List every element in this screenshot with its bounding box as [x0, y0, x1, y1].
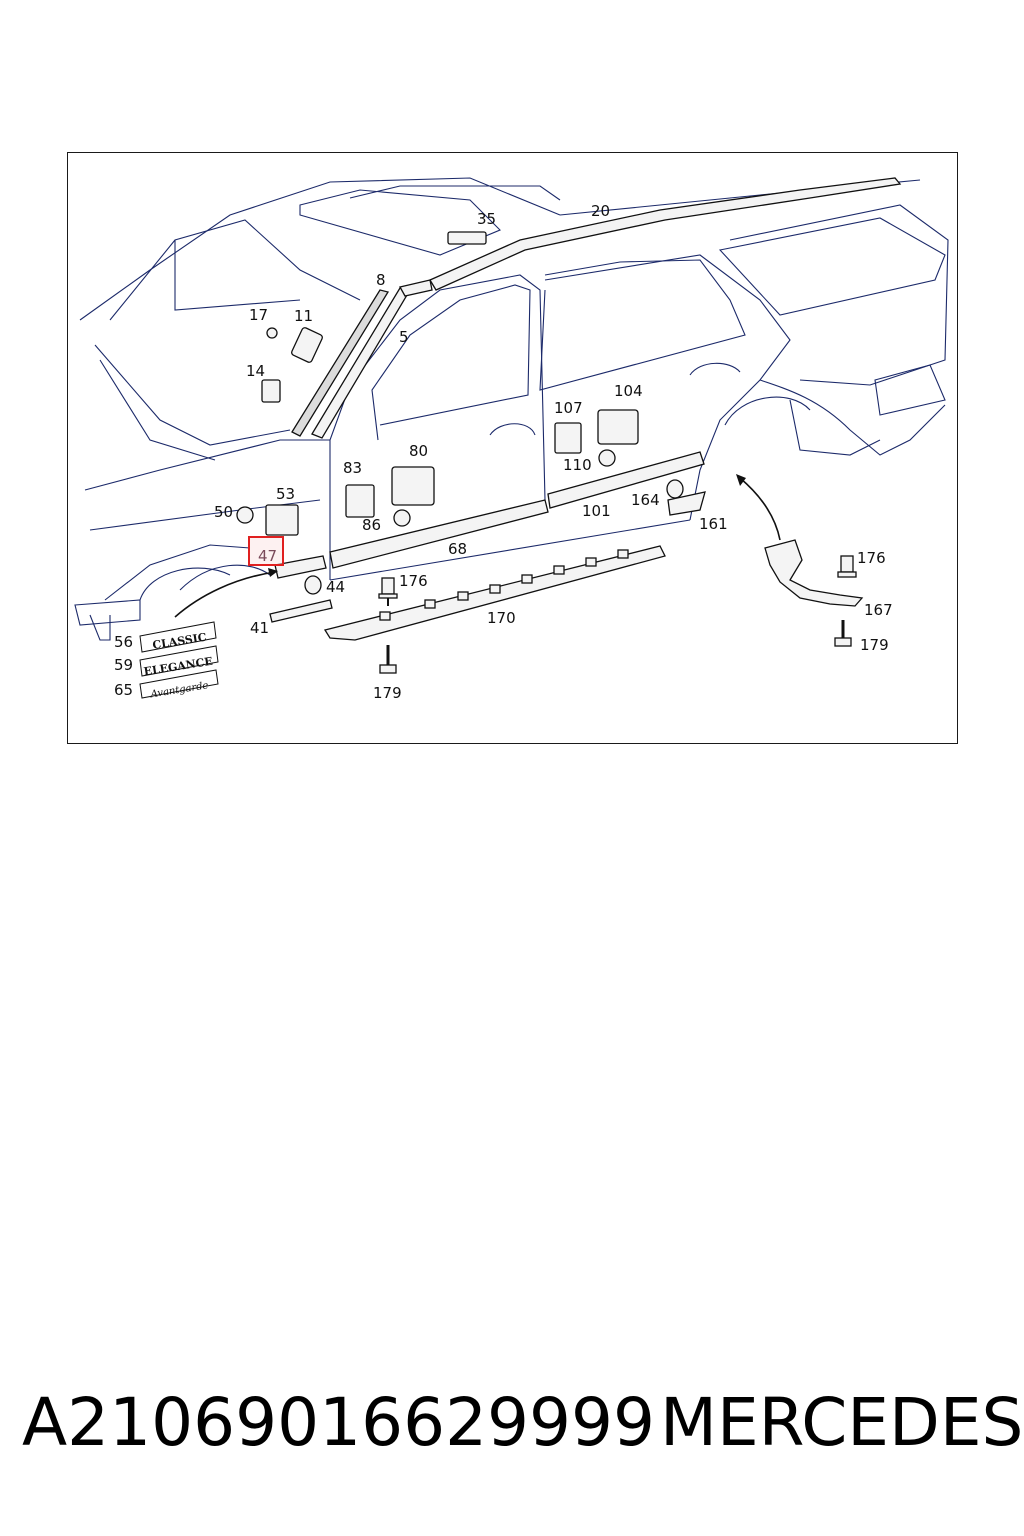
- badge-classic: CLASSIC: [139, 621, 217, 653]
- callout-161: 161: [699, 515, 728, 533]
- callout-47: 47: [258, 547, 277, 565]
- screw-110: [598, 449, 616, 467]
- callout-labels: 35 20 8 17 11 5 14 107 104 80 83 110 53 …: [114, 202, 893, 702]
- clip-164: [666, 479, 684, 499]
- end-cap-161: [667, 491, 706, 516]
- arrow-front: [174, 571, 276, 618]
- callout-86: 86: [362, 516, 381, 534]
- bolt-176b: [837, 555, 857, 578]
- callout-56: 56: [114, 633, 133, 651]
- pin-17: [266, 327, 278, 339]
- clip-11: [291, 327, 323, 363]
- callout-164: 164: [631, 491, 660, 509]
- callout-179b: 179: [860, 636, 889, 654]
- clip-14: [261, 379, 281, 403]
- callout-44: 44: [326, 578, 345, 596]
- callout-41: 41: [250, 619, 269, 637]
- bracket-167: [764, 539, 864, 607]
- callout-107: 107: [554, 399, 583, 417]
- callout-53: 53: [276, 485, 295, 503]
- callout-170: 170: [487, 609, 516, 627]
- clip-83: [345, 484, 375, 518]
- callout-5: 5: [399, 328, 409, 346]
- clip-50: [236, 506, 254, 524]
- callout-167: 167: [864, 601, 893, 619]
- clip-80: [391, 466, 435, 506]
- callout-50: 50: [214, 503, 233, 521]
- callout-20: 20: [591, 202, 610, 220]
- callout-101: 101: [582, 502, 611, 520]
- clip-107: [554, 422, 582, 454]
- bolt-179b: [834, 620, 852, 647]
- arrow-rear: [739, 477, 781, 541]
- clip-104: [597, 409, 639, 445]
- car-body-outline: [74, 177, 949, 641]
- callout-8: 8: [376, 271, 386, 289]
- callout-104: 104: [614, 382, 643, 400]
- moulding-68: [329, 499, 549, 569]
- clip-35: [447, 231, 487, 245]
- callout-83: 83: [343, 459, 362, 477]
- callout-59: 59: [114, 656, 133, 674]
- sill-clips: [379, 549, 629, 621]
- bolt-179a: [379, 645, 397, 674]
- highlight-box-47: [248, 536, 284, 566]
- clip-44: [304, 575, 322, 595]
- callout-11: 11: [294, 307, 313, 325]
- moulding-47: [274, 555, 327, 579]
- brand-name: MERCEDES: [660, 1384, 1024, 1461]
- callout-17: 17: [249, 306, 268, 324]
- screw-86: [393, 509, 411, 527]
- pillar-trim-8: [291, 289, 390, 437]
- callout-65: 65: [114, 681, 133, 699]
- pillar-trim-5: [311, 287, 412, 439]
- callout-176a: 176: [399, 572, 428, 590]
- callout-35: 35: [477, 210, 496, 228]
- clip-53: [265, 504, 299, 536]
- part-number: A21069016629999: [22, 1384, 656, 1461]
- callout-80: 80: [409, 442, 428, 460]
- callout-176b: 176: [857, 549, 886, 567]
- callout-68: 68: [448, 540, 467, 558]
- roof-rail: [429, 177, 902, 291]
- moulding-101: [547, 451, 705, 509]
- callout-179a: 179: [373, 684, 402, 702]
- bolt-176a: [378, 577, 398, 606]
- strip-41: [269, 599, 333, 623]
- callout-110: 110: [563, 456, 592, 474]
- callout-14: 14: [246, 362, 265, 380]
